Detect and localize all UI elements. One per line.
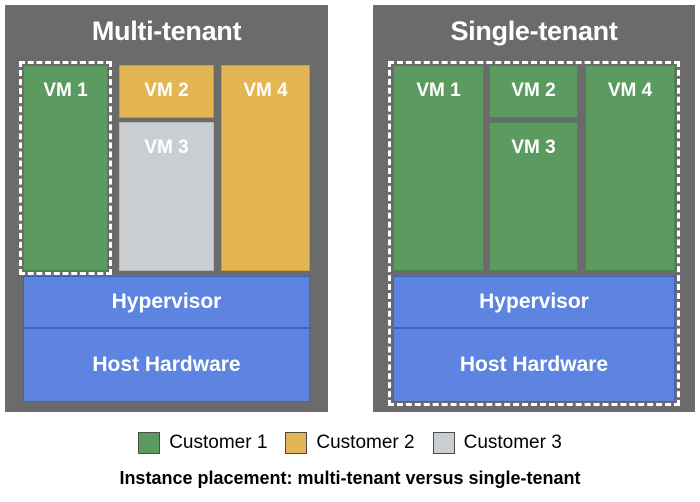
vm-block-single-vm2[interactable]: VM 2 xyxy=(489,65,578,118)
legend-label-customer-3: Customer 3 xyxy=(463,432,562,453)
vm-label-multi-vm4: VM 4 xyxy=(243,80,288,101)
vm-label-single-vm2: VM 2 xyxy=(511,80,556,101)
vm-block-multi-vm3[interactable]: VM 3 xyxy=(119,122,214,271)
legend: Customer 1 Customer 2 Customer 3 xyxy=(0,428,700,458)
vm-block-multi-vm1[interactable]: VM 1 xyxy=(23,65,108,271)
hypervisor-label-single: Hypervisor xyxy=(479,290,589,313)
vm-label-single-vm3: VM 3 xyxy=(511,137,556,158)
vm-label-single-vm1: VM 1 xyxy=(416,80,461,101)
hypervisor-bar-single: Hypervisor xyxy=(393,276,675,328)
legend-item-customer-1: Customer 1 xyxy=(138,432,267,454)
vm-block-single-vm3[interactable]: VM 3 xyxy=(489,122,578,271)
vm-block-multi-vm2[interactable]: VM 2 xyxy=(119,65,214,118)
panel-title-single-tenant: Single-tenant xyxy=(450,16,618,46)
hypervisor-bar-multi: Hypervisor xyxy=(23,276,310,328)
host-hardware-bar-multi: Host Hardware xyxy=(23,328,310,402)
legend-swatch-customer-3 xyxy=(432,432,455,454)
vm-block-single-vm4[interactable]: VM 4 xyxy=(585,65,675,271)
legend-swatch-customer-2 xyxy=(285,432,308,454)
panel-title-multi-tenant: Multi-tenant xyxy=(91,16,242,46)
host-hardware-label-single: Host Hardware xyxy=(459,353,609,376)
legend-label-customer-1: Customer 1 xyxy=(169,432,268,453)
vm-label-multi-vm2: VM 2 xyxy=(144,80,189,101)
host-hardware-bar-single: Host Hardware xyxy=(393,328,675,402)
vm-block-multi-vm4[interactable]: VM 4 xyxy=(221,65,310,271)
legend-item-customer-2: Customer 2 xyxy=(285,432,415,454)
vm-label-single-vm4: VM 4 xyxy=(607,80,653,101)
panel-single-tenant: Single-tenant VM 1 VM 2 VM 3 VM 4 Hyperv… xyxy=(373,5,695,412)
vm-label-multi-vm3: VM 3 xyxy=(144,137,189,158)
hypervisor-label-multi: Hypervisor xyxy=(111,290,222,313)
panel-multi-tenant: Multi-tenant VM 1 VM 2 VM 3 VM 4 Hypervi… xyxy=(5,5,328,412)
vm-block-single-vm1[interactable]: VM 1 xyxy=(393,65,484,271)
legend-label-customer-2: Customer 2 xyxy=(316,432,415,453)
legend-item-customer-3: Customer 3 xyxy=(432,432,562,454)
vm-label-multi-vm1: VM 1 xyxy=(43,80,88,101)
host-hardware-label-multi: Host Hardware xyxy=(92,353,241,376)
figure-caption: Instance placement: multi-tenant versus … xyxy=(119,468,581,488)
legend-swatch-customer-1 xyxy=(138,432,161,454)
